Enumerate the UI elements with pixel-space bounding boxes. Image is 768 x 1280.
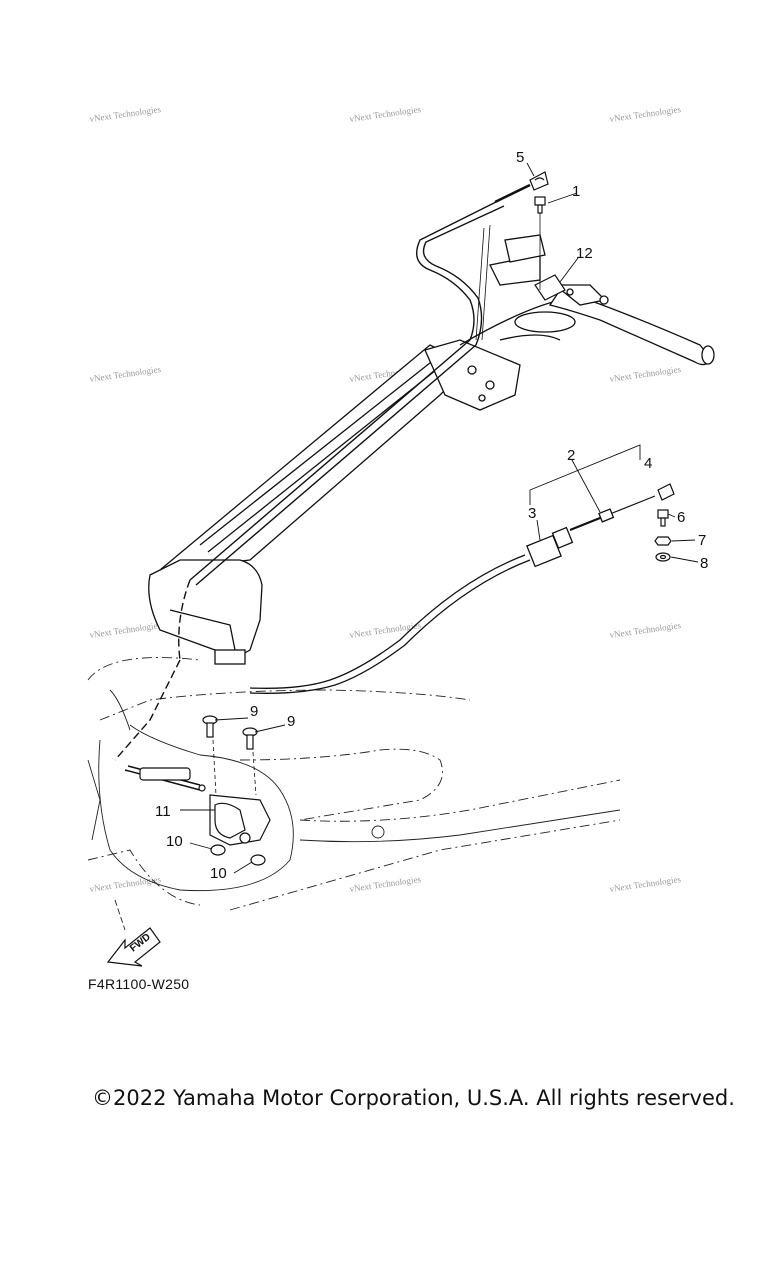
- callout-2: 2: [567, 447, 575, 464]
- part-12-bracket: [534, 274, 566, 301]
- callout-leaders: [180, 162, 699, 874]
- fwd-arrow: FWD: [106, 927, 161, 967]
- callout-12: 12: [576, 245, 593, 262]
- part-1-bolt: [534, 196, 546, 214]
- callout-4: 4: [644, 455, 652, 472]
- bolts-9: [202, 715, 258, 750]
- steering-column: [148, 299, 611, 665]
- callout-1: 1: [572, 183, 580, 200]
- bolt-leaders: [212, 739, 257, 796]
- watermark: vNext Technologies: [89, 364, 162, 384]
- watermark: vNext Technologies: [349, 874, 422, 894]
- callout-5: 5: [516, 149, 524, 166]
- drawing-code: F4R1100-W250: [88, 976, 190, 992]
- callout-11: 11: [155, 803, 171, 820]
- part-5-adjuster: [529, 171, 549, 191]
- callout-10a: 10: [166, 833, 183, 850]
- callout-8: 8: [700, 555, 708, 572]
- copyright-notice: ©2022 Yamaha Motor Corporation, U.S.A. A…: [92, 1086, 735, 1110]
- handlebar: [489, 234, 715, 366]
- callout-3: 3: [528, 505, 536, 522]
- watermark: vNext Technologies: [609, 364, 682, 384]
- callout-10b: 10: [210, 865, 227, 882]
- throttle-cable-upper: [114, 183, 531, 761]
- watermark: vNext Technologies: [349, 104, 422, 124]
- throttle-cable-assy: [249, 495, 656, 694]
- small-parts-right: [654, 483, 675, 562]
- hull-outline: [87, 657, 621, 931]
- callout-6: 6: [677, 509, 685, 526]
- callout-9b: 9: [287, 713, 295, 730]
- group-brackets: [529, 444, 641, 541]
- watermark: vNext Technologies: [609, 104, 682, 124]
- watermark: vNext Technologies: [609, 874, 682, 894]
- callout-7: 7: [698, 532, 706, 549]
- leaders: [475, 213, 541, 341]
- watermark: vNext Technologies: [89, 104, 162, 124]
- callout-labels: 1 2 3 4 5 6 7 8 9 9 10 10 11 12: [155, 149, 708, 882]
- watermark: vNext Technologies: [609, 620, 682, 640]
- callout-9a: 9: [250, 703, 258, 720]
- throttle-lever-assy: [124, 765, 271, 866]
- watermark: vNext Technologies: [89, 874, 162, 894]
- parts-diagram: vNext Technologies vNext Technologies vN…: [87, 104, 715, 967]
- watermark: vNext Technologies: [89, 620, 162, 640]
